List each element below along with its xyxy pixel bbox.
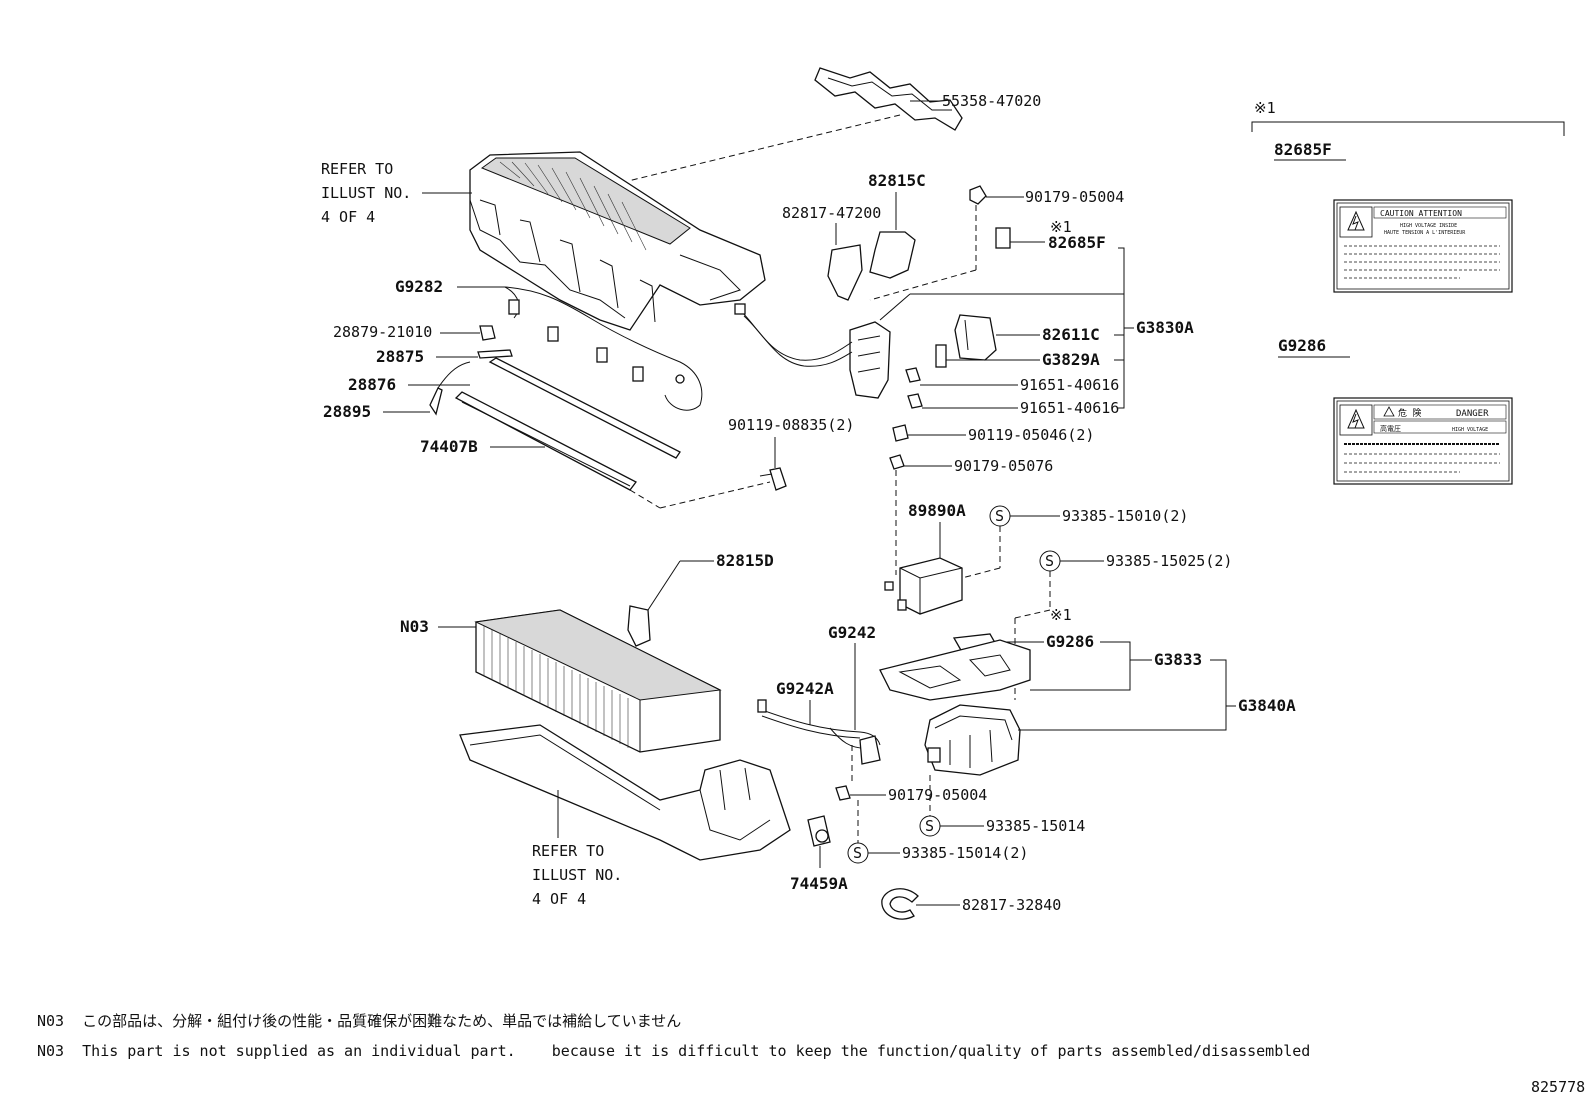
s-icon-2: S [1045, 552, 1054, 570]
label-74459A: 74459A [790, 874, 848, 893]
label-82815C: 82815C [868, 171, 926, 190]
caution-header: CAUTION ATTENTION [1380, 209, 1462, 218]
label-89890A: 89890A [908, 501, 966, 520]
label-28895: 28895 [323, 402, 371, 421]
danger-header: DANGER [1456, 409, 1489, 419]
clip-90179-05004-top [969, 185, 987, 205]
bolts-91651-40616 [905, 367, 923, 409]
label-28879-21010: 28879-21010 [333, 323, 432, 341]
label-N03: N03 [400, 617, 429, 636]
connector-assembly-G3830A [734, 303, 891, 399]
part-55358-47020 [814, 67, 963, 131]
unit-89890A [884, 557, 963, 615]
refer-top-line1: REFER TO [321, 160, 393, 178]
s-icon-4: S [853, 844, 862, 862]
legend-note: ※1 [1254, 99, 1276, 117]
caution-label: CAUTION ATTENTION HIGH VOLTAGE INSIDE HA… [1333, 199, 1513, 293]
refer-bottom-line2: ILLUST NO. [532, 866, 622, 884]
s-icon-1: S [995, 507, 1004, 525]
upper-battery-cover [469, 151, 766, 331]
note1-82685F: ※1 [1050, 218, 1072, 236]
relay-block-G3840A [924, 704, 1021, 776]
label-93385-15010: 93385-15010(2) [1062, 507, 1188, 525]
label-82817-47200: 82817-47200 [782, 204, 881, 222]
label-G3830A: G3830A [1136, 318, 1194, 337]
label-G9282: G9282 [395, 277, 443, 296]
label-90179-05004-bot: 90179-05004 [888, 786, 987, 804]
label-90119-05046: 90119-05046(2) [968, 426, 1094, 444]
label-91651-40616-a: 91651-40616 [1020, 376, 1119, 394]
note-jp: N03 この部品は、分解・組付け後の性能・品質確保が困難なため、単品では補給して… [37, 1012, 681, 1030]
label-82815D: 82815D [716, 551, 774, 570]
label-91651-40616-b: 91651-40616 [1020, 399, 1119, 417]
label-93385-15014-2: 93385-15014(2) [902, 844, 1028, 862]
label-55358-47020: 55358-47020 [942, 92, 1041, 110]
label-90179-05004-top: 90179-05004 [1025, 188, 1124, 206]
refer-bottom-line3: 4 OF 4 [532, 890, 586, 908]
note-en: N03 This part is not supplied as an indi… [37, 1042, 1310, 1060]
label-G9242: G9242 [828, 623, 876, 642]
refer-top-line3: 4 OF 4 [321, 208, 375, 226]
label-G9242A: G9242A [776, 679, 834, 698]
label-28875: 28875 [376, 347, 424, 366]
danger-sub: HIGH VOLTAGE [1452, 427, 1488, 433]
battery-stack-N03 [474, 609, 722, 753]
label-82611C: 82611C [1042, 325, 1100, 344]
grommet-74459A [807, 815, 831, 847]
figure-id: 825778 [1531, 1078, 1585, 1096]
label-82817-32840: 82817-32840 [962, 896, 1061, 914]
label-G3829A: G3829A [1042, 350, 1100, 369]
label-93385-15014: 93385-15014 [986, 817, 1085, 835]
caution-sub1: HIGH VOLTAGE INSIDE [1400, 223, 1457, 229]
label-G9286: G9286 [1046, 632, 1094, 651]
cover-G3833 [879, 639, 1031, 701]
label-90179-05076: 90179-05076 [954, 457, 1053, 475]
refer-top-line2: ILLUST NO. [321, 184, 411, 202]
label-90119-08835: 90119-08835(2) [728, 416, 854, 434]
sensor-connectors [508, 299, 685, 384]
danger-header-jp: 危 険 [1398, 407, 1421, 419]
label-74407B: 74407B [420, 437, 478, 456]
refer-bottom-line1: REFER TO [532, 842, 604, 860]
bracket-82815C [827, 231, 916, 301]
s-icon-3: S [925, 817, 934, 835]
danger-sub-jp: 高電圧 [1380, 424, 1401, 433]
label-28876: 28876 [348, 375, 396, 394]
clamp-82817-32840 [881, 888, 919, 920]
label-G3840A: G3840A [1238, 696, 1296, 715]
legend-G9286: G9286 [1278, 336, 1326, 355]
caution-sub2: HAUTE TENSION A L'INTERIEUR [1384, 230, 1466, 236]
label-82685F: 82685F [1048, 233, 1106, 252]
bolt-90119-08835 [759, 467, 787, 491]
cover-82611C [954, 314, 997, 361]
label-G3833: G3833 [1154, 650, 1202, 669]
danger-label: 危 険 DANGER 高電圧 HIGH VOLTAGE [1333, 397, 1513, 485]
cable-G9242 [757, 699, 881, 765]
label-93385-15025: 93385-15025(2) [1106, 552, 1232, 570]
lower-tray [459, 724, 791, 861]
legend-title-82685F: 82685F [1274, 140, 1332, 159]
note1-G9286: ※1 [1050, 606, 1072, 624]
